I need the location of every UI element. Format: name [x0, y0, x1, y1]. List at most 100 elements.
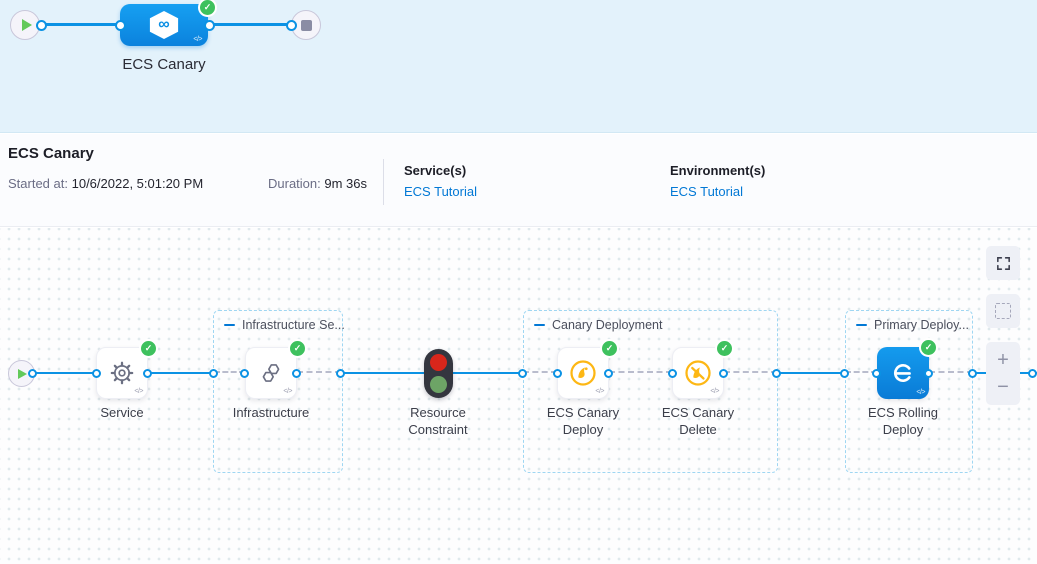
play-icon	[18, 368, 27, 379]
link-port	[336, 369, 345, 378]
play-icon	[21, 19, 32, 31]
started-value: 10/6/2022, 5:01:20 PM	[71, 176, 204, 191]
link-port	[143, 369, 152, 378]
edge-line-dashed	[609, 371, 672, 373]
link-port	[240, 369, 249, 378]
link-port	[872, 369, 881, 378]
page-title: ECS Canary	[8, 145, 94, 162]
step-label: Service	[100, 405, 144, 420]
link-port	[719, 369, 728, 378]
traffic-light-green-icon	[430, 376, 447, 393]
canary-deploy-icon	[570, 360, 596, 386]
duration: Duration: 9m 36s	[268, 176, 367, 191]
step-node-infrastructure[interactable]: ✓ </>	[245, 341, 305, 399]
stage-node-ecs-canary[interactable]: ∞ </>	[120, 4, 208, 46]
services-label: Service(s)	[404, 163, 467, 178]
zoom-in-button[interactable]: +	[997, 348, 1009, 371]
code-icon: </>	[134, 388, 143, 395]
edge-line	[777, 372, 845, 374]
step-node-ecs-rolling-deploy[interactable]: ✓ </>	[877, 340, 936, 399]
step-label: ECS Canary Delete	[661, 405, 735, 437]
edge-line	[341, 372, 424, 374]
pipeline-hexagon-icon: ∞	[149, 11, 179, 39]
fullscreen-button[interactable]	[986, 246, 1020, 280]
success-check-icon: ✓	[290, 341, 305, 356]
link-port	[840, 369, 849, 378]
success-check-icon: ✓	[602, 341, 617, 356]
edge-line	[453, 372, 523, 374]
infrastructure-hexagons-icon	[262, 364, 280, 382]
execution-graph-canvas[interactable]: Infrastructure Se... Canary Deployment P…	[0, 228, 1037, 564]
collapse-group-icon[interactable]	[856, 323, 867, 327]
link-port	[36, 20, 47, 31]
collapse-group-icon[interactable]	[224, 323, 235, 327]
edge-line-dashed	[523, 371, 557, 373]
edge-line-dashed	[297, 371, 341, 373]
edge-line-dashed	[724, 371, 777, 373]
success-check-icon: ✓	[200, 0, 215, 15]
duration-label: Duration:	[268, 176, 321, 191]
step-node-ecs-canary-deploy[interactable]: ✓ </>	[557, 341, 617, 399]
group-label: Infrastructure Se...	[242, 318, 345, 332]
success-check-icon: ✓	[717, 341, 732, 356]
zoom-controls: + −	[986, 342, 1020, 405]
step-node-service[interactable]: ✓ </>	[96, 341, 156, 399]
step-node-ecs-canary-delete[interactable]: ✓ </>	[672, 341, 732, 399]
link-port	[924, 369, 933, 378]
edge-line-dashed	[214, 371, 245, 373]
collapse-group-icon[interactable]	[534, 323, 545, 327]
stage-name-label: ECS Canary	[122, 56, 206, 73]
zoom-out-button[interactable]: −	[997, 376, 1009, 399]
stop-icon	[300, 19, 312, 31]
edge-line	[41, 23, 121, 26]
link-port	[772, 369, 781, 378]
environments-link[interactable]: ECS Tutorial	[670, 184, 743, 199]
edge-line	[148, 372, 214, 374]
divider	[383, 159, 384, 205]
execution-header: ECS Canary Started at: 10/6/2022, 5:01:2…	[0, 134, 1037, 227]
step-node-resource-constraint[interactable]	[424, 349, 453, 398]
pipeline-start-node	[10, 10, 40, 40]
link-port	[518, 369, 527, 378]
traffic-light-red-icon	[430, 354, 447, 371]
marquee-icon	[995, 303, 1011, 319]
environments-label: Environment(s)	[670, 163, 766, 178]
edge-line	[209, 23, 292, 26]
code-icon: </>	[283, 388, 292, 395]
link-port	[28, 369, 37, 378]
infinity-icon: ∞	[158, 16, 170, 33]
edge-line-dashed	[929, 371, 973, 373]
success-check-icon: ✓	[921, 340, 936, 355]
started-label: Started at:	[8, 176, 68, 191]
marquee-select-button[interactable]	[986, 294, 1020, 328]
link-port	[553, 369, 562, 378]
group-label: Primary Deploy...	[874, 318, 969, 332]
code-icon: </>	[710, 388, 719, 395]
link-port	[668, 369, 677, 378]
stage-graph-band: ∞ </> ✓ ECS Canary	[0, 0, 1037, 133]
link-port	[292, 369, 301, 378]
link-port	[92, 369, 101, 378]
link-port	[286, 20, 297, 31]
started-at: Started at: 10/6/2022, 5:01:20 PM	[8, 176, 203, 191]
code-icon: </>	[595, 388, 604, 395]
edge-line	[33, 372, 97, 374]
step-label: Infrastructure	[232, 405, 310, 420]
step-label: Resource Constraint	[408, 405, 468, 437]
group-canary-deployment: Canary Deployment	[523, 310, 778, 473]
fullscreen-icon	[996, 256, 1010, 270]
gear-icon	[110, 361, 134, 385]
ecs-swirl-icon	[893, 363, 913, 383]
group-infrastructure-section: Infrastructure Se...	[213, 310, 345, 473]
success-check-icon: ✓	[141, 341, 156, 356]
step-label: ECS Rolling Deploy	[867, 405, 939, 437]
link-port	[1028, 369, 1037, 378]
group-label: Canary Deployment	[552, 318, 663, 332]
services-link[interactable]: ECS Tutorial	[404, 184, 477, 199]
canary-delete-icon	[685, 360, 711, 386]
code-icon: </>	[916, 389, 925, 396]
link-port	[209, 369, 218, 378]
link-port	[604, 369, 613, 378]
code-icon: </>	[193, 36, 202, 43]
group-primary-deployment: Primary Deploy...	[845, 310, 973, 473]
